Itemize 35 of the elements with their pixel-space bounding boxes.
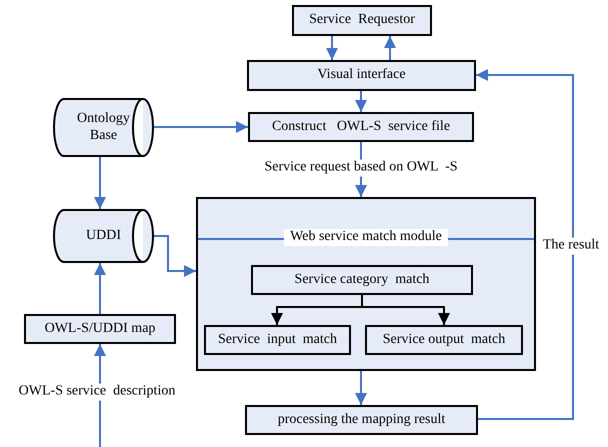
process-box [365,325,523,355]
edge-label: OWL-S service description [16,384,178,400]
process-box [251,265,473,295]
node-label: Service category match [294,272,430,288]
node-label: Ontology Base [76,110,131,144]
arrow [384,36,396,60]
arrow [361,295,450,325]
node-label: UDDI [85,228,122,244]
node-label: OWL-S/UDDI map [44,320,156,338]
database-cylinder [53,209,154,263]
arrow [154,121,248,133]
process-box [245,405,478,435]
arrow [154,235,196,277]
process-box [24,314,176,344]
node-label: Visual interface [317,67,406,84]
edge-label: The result [540,238,602,254]
process-box [247,60,476,91]
panel-heading: Web service match module [284,229,448,246]
module-panel [196,197,536,371]
process-box [292,5,432,36]
arrow [476,69,574,420]
arrow [355,371,367,405]
node-label: Service input match [218,332,337,348]
process-box [204,325,351,355]
node-label: Service Requestor [309,12,415,29]
node-label: processing the mapping result [278,412,446,428]
arrow [94,157,106,209]
arrow [355,91,367,112]
arrow [94,263,106,314]
arrow [326,36,338,60]
edge-label: Service request based on OWL -S [262,160,460,176]
node-label: Service output match [382,332,506,348]
database-cylinder [53,98,154,157]
node-label: Construct OWL-S service file [272,118,450,136]
process-box [248,112,474,142]
